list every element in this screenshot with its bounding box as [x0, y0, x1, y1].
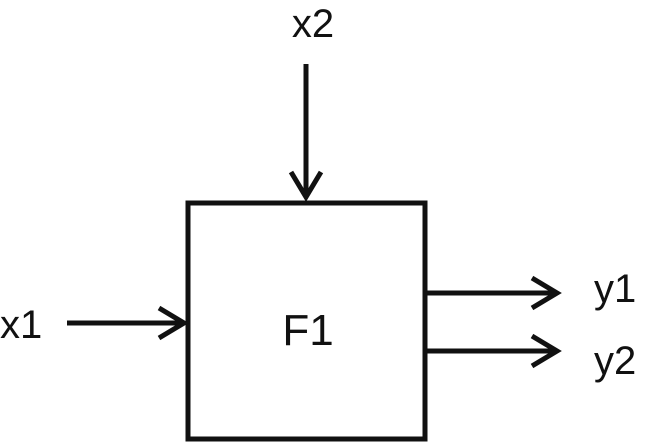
output-label-y2: y2	[594, 339, 636, 383]
block-label: F1	[282, 306, 333, 355]
input-arrow-x1	[67, 305, 189, 341]
block-f1	[185, 200, 428, 442]
output-label-y1: y1	[594, 267, 636, 311]
input-label-x2: x2	[292, 2, 334, 46]
input-arrow-x2	[288, 64, 324, 202]
input-label-x1: x1	[0, 303, 42, 347]
output-arrow-y2	[427, 333, 562, 369]
output-arrow-y1	[427, 275, 562, 311]
